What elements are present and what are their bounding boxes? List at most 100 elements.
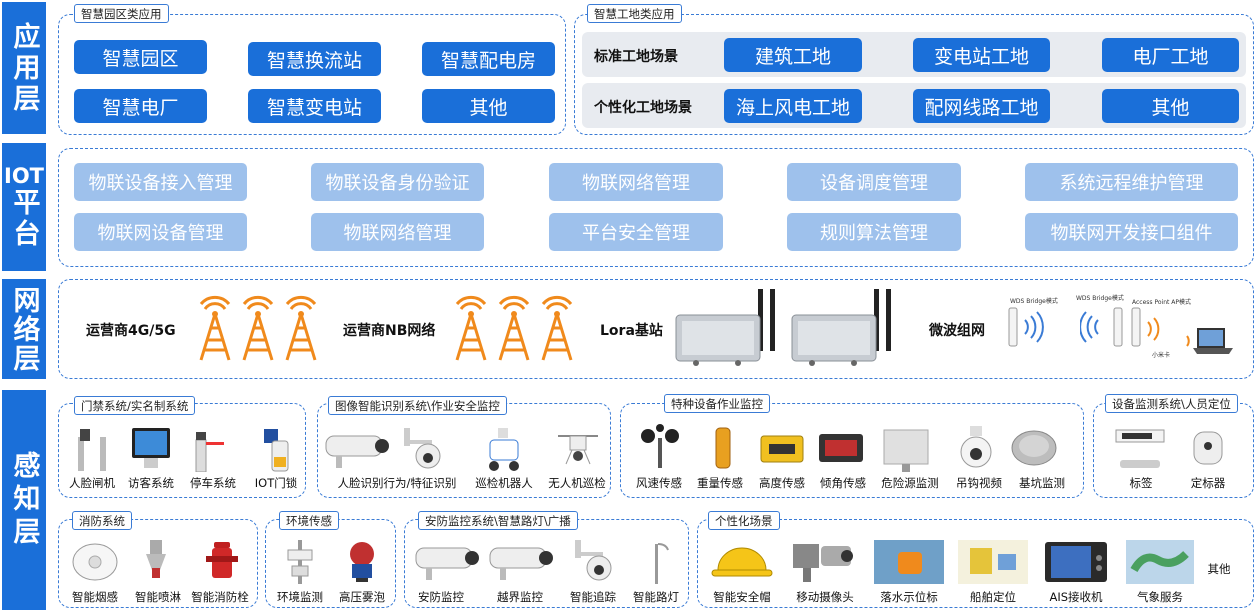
iot-btn-device-auth[interactable]: 物联设备身份验证: [311, 163, 484, 201]
tower-icon: [541, 295, 573, 361]
app-btn-distribution-line[interactable]: 配网线路工地: [913, 89, 1050, 123]
group-security-tag: 安防监控系统\智慧路灯\广播: [418, 511, 578, 530]
item-caption: 其他: [1207, 562, 1231, 576]
item-caption: 安防监控: [418, 590, 464, 604]
item-caption: 无人机巡检: [548, 476, 606, 490]
iot-lock-icon: [264, 429, 289, 472]
env-monitor-icon: [287, 540, 313, 584]
group-positioning-tag: 设备监测系统\人员定位: [1105, 394, 1238, 413]
item-caption: 落水示位标: [880, 590, 938, 604]
tracking-camera-icon: [575, 540, 612, 581]
fog-cannon-icon: [350, 542, 374, 582]
tower-icon: [498, 295, 530, 361]
app-btn-substation[interactable]: 智慧变电站: [248, 89, 381, 123]
app-btn-plant-site[interactable]: 电厂工地: [1102, 38, 1239, 72]
microwave-ap-icon: [1131, 307, 1160, 347]
app-btn-park[interactable]: 智慧园区: [74, 40, 207, 74]
smoke-detector-icon: [72, 543, 118, 581]
item-caption: 智能烟感: [72, 590, 118, 604]
iot-btn-remote-maint[interactable]: 系统远程维护管理: [1025, 163, 1238, 201]
weather-service-icon: [1126, 540, 1194, 584]
hook-camera-icon: [960, 426, 992, 468]
lora-gateway-icon: [791, 289, 891, 366]
iot-btn-dev-api[interactable]: 物联网开发接口组件: [1025, 213, 1238, 251]
group-custom-tag: 个性化场景: [708, 511, 780, 530]
visitor-terminal-icon: [132, 428, 170, 468]
item-caption: 智能喷淋: [135, 590, 181, 604]
item-caption: 标签: [1129, 476, 1153, 490]
ship-position-icon: [958, 540, 1028, 584]
iot-btn-device-mgmt[interactable]: 物联网设备管理: [74, 213, 247, 251]
tower-icon: [242, 295, 274, 361]
layer-label-app: 应用层: [2, 2, 46, 134]
item-caption: 人脸闸机: [69, 476, 115, 490]
group-env-tag: 环境传感: [279, 511, 339, 530]
group-custom-panel: [697, 519, 1254, 608]
layer-label-app-text: 应用层: [8, 21, 40, 115]
microwave-bridge-icon: [1008, 307, 1044, 347]
anchor-icon: [1193, 431, 1223, 465]
app-btn-substation-site[interactable]: 变电站工地: [913, 38, 1050, 72]
microwave-small-label: WDS Bridge模式: [1076, 295, 1124, 302]
lora-gateway-icon: [675, 289, 775, 366]
app-btn-converter[interactable]: 智慧换流站: [248, 42, 381, 76]
iot-btn-security[interactable]: 平台安全管理: [549, 213, 723, 251]
item-caption: 越界监控: [497, 590, 543, 604]
item-caption: 气象服务: [1137, 590, 1183, 604]
mobile-camera-icon: [793, 544, 853, 582]
microwave-small-label: WDS Bridge模式: [1010, 298, 1058, 305]
dome-camera-icon: [404, 428, 441, 469]
std-scene-label: 标准工地场景: [594, 49, 678, 65]
item-caption: 人脸识别行为/特征识别: [337, 476, 457, 490]
height-sensor-icon: [760, 435, 804, 463]
layer-label-iot-cn: 平台: [8, 188, 40, 250]
pit-monitor-icon: [1011, 430, 1057, 466]
item-caption: IOT门锁: [254, 476, 298, 490]
iot-btn-network-mgmt[interactable]: 物联网络管理: [549, 163, 723, 201]
item-caption: AIS接收机: [1049, 590, 1103, 604]
site-apps-tag: 智慧工地类应用: [587, 4, 682, 23]
microwave-small-label: 小米卡: [1152, 352, 1171, 359]
ais-receiver-icon: [1045, 542, 1107, 582]
iot-btn-dispatch[interactable]: 设备调度管理: [787, 163, 961, 201]
item-caption: 高度传感: [759, 476, 805, 490]
group-video-tag: 图像智能识别系统\作业安全监控: [328, 396, 507, 415]
safety-helmet-icon: [711, 547, 773, 577]
item-caption: 吊钩视频: [956, 476, 1002, 490]
iot-btn-network-mgmt-2[interactable]: 物联网络管理: [311, 213, 484, 251]
bullet-camera-icon: [325, 435, 389, 468]
iot-btn-rules[interactable]: 规则算法管理: [787, 213, 961, 251]
item-caption: 停车系统: [190, 476, 236, 490]
net-label-4g5g: 运营商4G/5G: [86, 323, 176, 339]
item-caption: 移动摄像头: [796, 590, 854, 604]
item-caption: 船舶定位: [970, 590, 1016, 604]
layer-label-perception-text: 感知层: [8, 450, 40, 550]
microwave-bridge-icon: [1080, 307, 1123, 347]
item-caption: 巡检机器人: [475, 476, 533, 490]
layer-label-network: 网络层: [2, 279, 46, 379]
weight-sensor-icon: [715, 427, 731, 469]
app-btn-offshore-wind[interactable]: 海上风电工地: [724, 89, 862, 123]
group-fire-panel: [58, 519, 258, 608]
app-btn-powerplant[interactable]: 智慧电厂: [74, 89, 207, 123]
face-gate-icon: [78, 429, 106, 471]
tower-icon: [285, 295, 317, 361]
iot-btn-device-access[interactable]: 物联设备接入管理: [74, 163, 247, 201]
net-label-microwave: 微波组网: [929, 323, 985, 339]
group-fire-tag: 消防系统: [72, 511, 132, 530]
group-special-panel: [620, 403, 1084, 498]
item-caption: 倾角传感: [820, 476, 866, 490]
item-caption: 高压雾泡: [339, 590, 385, 604]
microwave-small-label: Access Point AP模式: [1132, 299, 1191, 306]
item-caption: 重量传感: [697, 476, 743, 490]
app-btn-building-site[interactable]: 建筑工地: [724, 38, 862, 72]
layer-label-perception: 感知层: [2, 390, 46, 610]
app-btn-park-other[interactable]: 其他: [422, 89, 555, 123]
app-btn-site-other[interactable]: 其他: [1102, 89, 1239, 123]
app-btn-distribution[interactable]: 智慧配电房: [422, 42, 555, 76]
item-caption: 环境监测: [277, 590, 323, 604]
net-label-nb: 运营商NB网络: [343, 323, 436, 339]
item-caption: 智能安全帽: [713, 590, 771, 604]
layer-label-iot-en: IOT: [4, 164, 44, 188]
item-caption: 基坑监测: [1019, 476, 1065, 490]
